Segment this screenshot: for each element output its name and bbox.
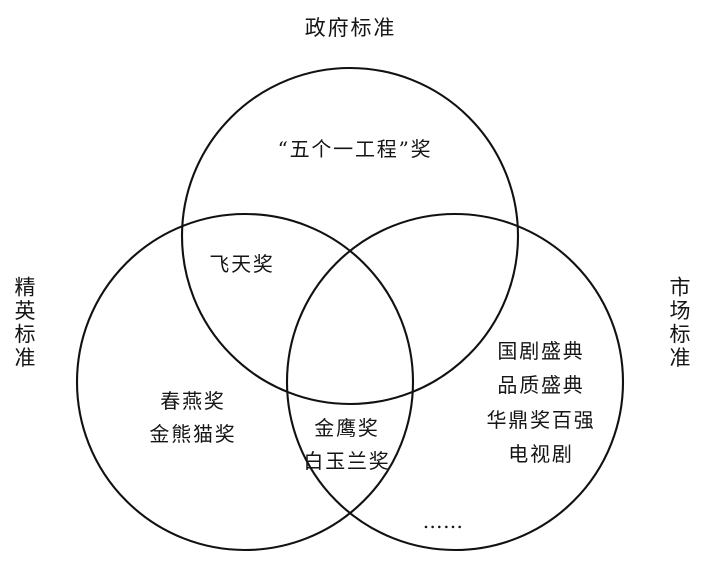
- region-line: 品质盛典: [497, 373, 585, 398]
- region-line: “五个一工程”奖: [277, 137, 433, 161]
- region-line: 华鼎奖百强: [486, 407, 596, 432]
- region-market-ellipsis: ……: [422, 509, 464, 533]
- circle-market: [285, 212, 625, 552]
- region-elite-only: 春燕奖 金熊猫奖: [113, 385, 273, 451]
- axis-label-left: 精英标准: [12, 276, 36, 371]
- axis-label-top: 政府标准: [304, 16, 397, 40]
- region-line: 金熊猫奖: [149, 422, 237, 446]
- region-line: 金鹰奖: [314, 416, 380, 440]
- axis-label-right: 市场标准: [667, 276, 691, 371]
- region-line: 电视剧: [508, 442, 574, 467]
- region-government-elite: 飞天奖: [182, 249, 302, 280]
- region-government-only: “五个一工程”奖: [230, 134, 480, 165]
- region-line: 国剧盛典: [497, 339, 585, 363]
- region-all-three: 金鹰奖 白玉兰奖: [272, 412, 422, 478]
- region-line: 春燕奖: [160, 389, 226, 413]
- circle-government: [180, 66, 520, 406]
- region-line: 飞天奖: [209, 252, 275, 276]
- region-market-only: 国剧盛典 品质盛典 华鼎奖百强 电视剧: [452, 334, 630, 472]
- region-line: 白玉兰奖: [303, 449, 391, 473]
- circle-elite: [75, 212, 415, 552]
